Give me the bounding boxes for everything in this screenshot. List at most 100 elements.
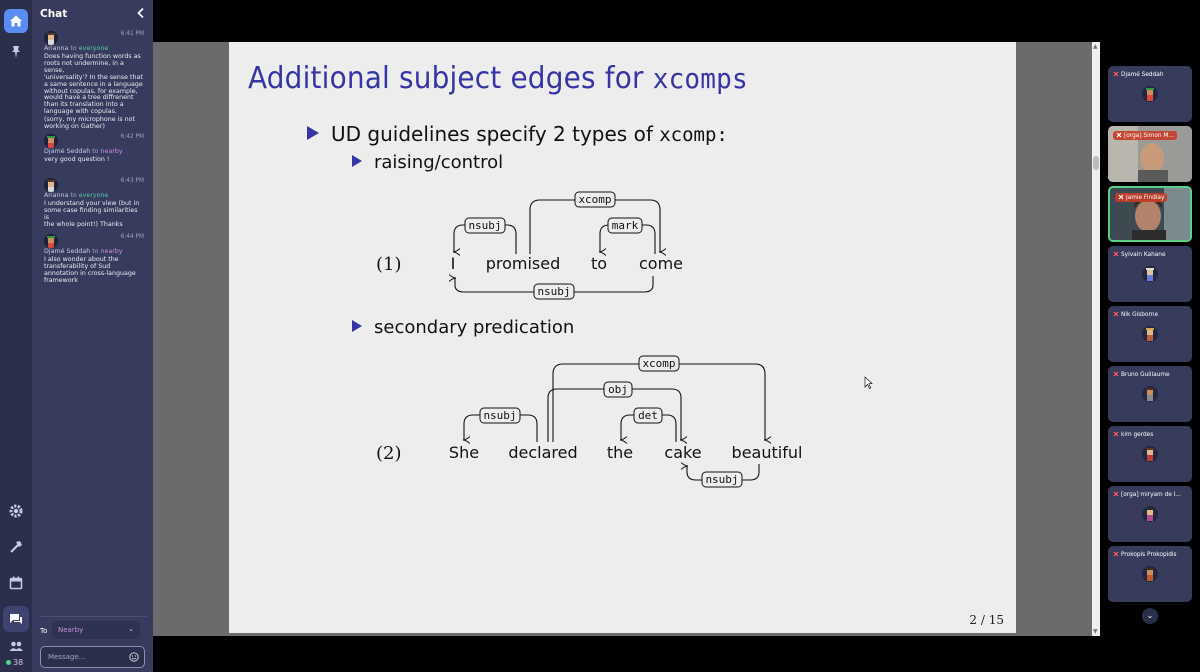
message-body: very good question !: [44, 156, 144, 164]
participant-tile[interactable]: [orga] Simon M...: [1108, 126, 1192, 182]
word: beautiful: [732, 443, 803, 462]
label-text: nsubj: [483, 409, 516, 422]
label-text: xcomp: [642, 357, 675, 370]
label-text: det: [638, 409, 658, 422]
chat-icon[interactable]: [3, 606, 29, 632]
label-nsubj-2b: nsubj: [701, 471, 743, 488]
bullet-raising: raising/control: [352, 152, 503, 173]
recipient-select[interactable]: Nearby ⌄: [52, 621, 140, 639]
message-sender: Djamé Seddah: [44, 148, 91, 155]
bullet-main: UD guidelines specify 2 types of xcomp:: [307, 122, 728, 146]
message-line: very good question !: [44, 156, 110, 163]
message-time: 6:42 PM: [120, 134, 144, 140]
triangle-bullet-icon: [352, 320, 362, 332]
participant-name: Jamie Findlay: [1126, 195, 1165, 201]
home-icon[interactable]: [4, 9, 28, 33]
dependency-diagrams: xcomp nsubj mark nsubj xcomp obj nsubj d…: [376, 191, 873, 488]
avatar: [44, 178, 58, 192]
participant-tile[interactable]: Bruno Guillaume: [1108, 366, 1192, 422]
message-audience: everyone: [78, 192, 109, 199]
participant-tile[interactable]: Prokopis Prokopidis: [1108, 546, 1192, 602]
avatar: [44, 31, 58, 45]
label-nsubj-2a: nsubj: [479, 407, 521, 424]
message-line: framework: [44, 276, 78, 284]
message-audience: nearby: [100, 248, 123, 255]
message-line: language with copulas.: [44, 108, 117, 116]
bullet-main-text: UD guidelines specify 2 types of: [331, 122, 660, 146]
message-sender: Arianna: [44, 45, 69, 52]
hammer-icon[interactable]: [4, 535, 28, 559]
label-obj-2: obj: [603, 381, 633, 398]
chat-message: 6:41 PM Arianna to everyone Does having …: [42, 31, 146, 131]
emoji-icon[interactable]: [129, 652, 139, 662]
message-audience: everyone: [78, 45, 109, 52]
message-audience: nearby: [100, 148, 123, 155]
scrollbar[interactable]: ▲ ▼: [1092, 42, 1100, 636]
message-line: I also wonder about the: [44, 256, 119, 263]
message-line: would have a tree diffrenent: [44, 94, 134, 102]
message-line: 'universality'? In the sense that: [44, 73, 143, 81]
slide-title-code: xcomps: [652, 62, 748, 95]
label-nsubj-1a: nsubj: [464, 217, 506, 234]
chevron-down-icon: ⌄: [128, 625, 134, 633]
participant-tile[interactable]: Nik Gisborne: [1108, 306, 1192, 362]
mic-muted-icon: [1113, 491, 1119, 497]
avatar: [1142, 266, 1158, 282]
word: promised: [486, 254, 561, 273]
message-body: Does having function words as roots not …: [44, 53, 144, 130]
icon-rail: 38: [0, 0, 32, 672]
bullet-main-code: xcomp:: [659, 124, 728, 146]
calendar-icon[interactable]: [4, 571, 28, 595]
chevron-left-icon[interactable]: [135, 7, 147, 19]
participant-name: [orga] Simon M...: [1124, 133, 1174, 139]
participant-name: Sylvain Kahane: [1121, 252, 1166, 258]
participants-strip: Djamé Seddah [orga] Simon M... Jamie Fin…: [1100, 0, 1200, 672]
message-time: 6:44 PM: [120, 234, 144, 240]
message-to: to: [70, 45, 77, 52]
participant-tile[interactable]: Jamie Findlay: [1108, 186, 1192, 242]
word: She: [449, 443, 479, 462]
scroll-thumb[interactable]: [1093, 156, 1099, 170]
message-time: 6:41 PM: [120, 31, 144, 37]
message-line: without copulas, for example,: [44, 87, 138, 95]
message-input[interactable]: Message...: [40, 646, 145, 668]
slide: Additional subject edges for xcomps UD g…: [229, 42, 1016, 633]
word: I: [451, 254, 456, 273]
participant-name: Djamé Seddah: [1121, 72, 1164, 78]
participant-tile[interactable]: [orga] miryam de l...: [1108, 486, 1192, 542]
participant-tile[interactable]: kim gerdes: [1108, 426, 1192, 482]
chevron-down-icon[interactable]: ⌄: [1142, 608, 1158, 624]
message-placeholder: Message...: [48, 653, 86, 661]
bullet-secondary-text: secondary predication: [374, 317, 575, 338]
message-line: Does having function words as: [44, 53, 141, 60]
scroll-down-icon[interactable]: ▼: [1093, 628, 1098, 635]
pin-icon[interactable]: [4, 40, 28, 64]
message-line: the whole point!) Thanks: [44, 220, 123, 228]
bullet-raising-text: raising/control: [374, 152, 504, 173]
mic-muted-icon: [1113, 311, 1119, 317]
message-line: (sorry, my microphone is not: [44, 115, 135, 123]
example-number: (2): [376, 443, 402, 464]
scroll-up-icon[interactable]: ▲: [1093, 43, 1098, 50]
triangle-bullet-icon: [352, 155, 362, 167]
mic-muted-icon: [1113, 431, 1119, 437]
participant-tile[interactable]: Djamé Seddah: [1108, 66, 1192, 122]
participant-name: Nik Gisborne: [1121, 312, 1159, 318]
mic-muted-icon: [1116, 132, 1122, 138]
message-line: some case finding similarities is: [44, 206, 138, 221]
label-text: nsubj: [705, 473, 738, 486]
message-time: 6:43 PM: [120, 178, 144, 184]
bullet-secondary: secondary predication: [352, 317, 574, 338]
participant-tile[interactable]: Sylvain Kahane: [1108, 246, 1192, 302]
word: to: [591, 254, 607, 273]
message-body: I also wonder about the transferability …: [44, 256, 144, 285]
message-line: transferability of Sud: [44, 262, 111, 270]
label-det-2: det: [633, 407, 663, 424]
avatar: [1142, 326, 1158, 342]
message-line: working on Gather): [44, 122, 105, 130]
participant-name: [orga] miryam de l...: [1121, 492, 1181, 498]
participants-icon[interactable]: [4, 638, 28, 656]
gear-icon[interactable]: [4, 499, 28, 523]
participant-name: Prokopis Prokopidis: [1121, 552, 1177, 558]
